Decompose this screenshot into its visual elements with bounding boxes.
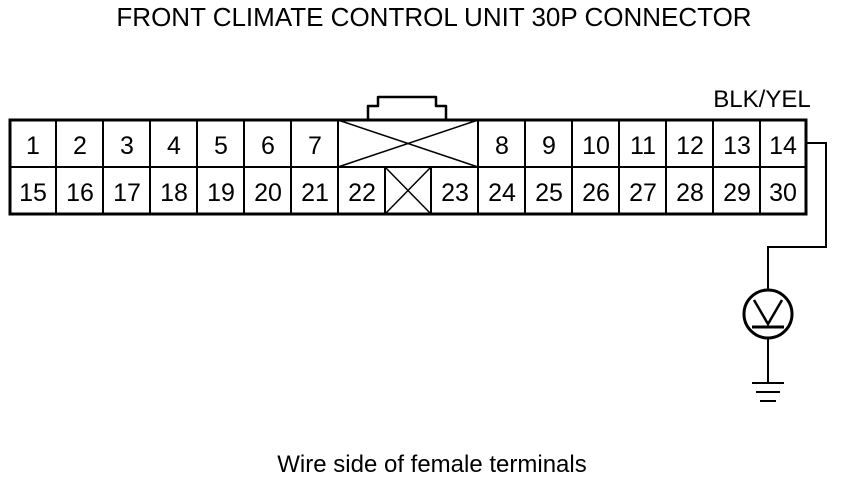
terminal-label: 21 [301,179,329,207]
terminal-label: 15 [19,179,47,207]
terminal-label: 7 [308,132,322,160]
diagram-title: FRONT CLIMATE CONTROL UNIT 30P CONNECTOR [116,2,751,32]
terminal-label: 3 [120,132,134,160]
terminal-label: 20 [254,179,282,207]
terminal-label: 5 [214,132,228,160]
unused-cavity-large [337,119,479,168]
terminal-label: 12 [676,132,704,160]
terminal-label: 8 [495,132,509,160]
terminal-label: 18 [160,179,188,207]
diagram-caption: Wire side of female terminals [277,451,586,478]
terminal-label: 24 [488,179,516,207]
terminal-label: 14 [769,132,797,160]
unused-cavity-small [384,166,432,215]
top-row-labels: 1 2 3 4 5 6 7 8 9 10 11 12 13 14 [26,132,797,160]
terminal-label: 29 [723,179,751,207]
terminal-label: 2 [73,132,87,160]
bottom-row-dividers [55,167,761,214]
connector-lock-tab [366,95,448,120]
terminal-label: 13 [723,132,751,160]
terminal-label: 26 [582,179,610,207]
wire-color-label: BLK/YEL [713,86,810,113]
terminal-label: 11 [630,132,656,160]
top-row-dividers [55,120,761,167]
terminal-label: 23 [441,179,469,207]
ground-icon [752,382,784,402]
terminal-label: 16 [66,179,94,207]
terminal-label: 9 [542,132,556,160]
terminal-label: 17 [113,179,141,207]
terminal-label: 19 [207,179,235,207]
bottom-row-labels: 15 16 17 18 19 20 21 22 23 24 25 26 27 2… [19,179,797,207]
terminal-label: 4 [167,132,181,160]
probe-wire [767,142,827,290]
terminal-label: 22 [348,179,376,207]
terminal-label: 1 [26,132,40,160]
terminal-label: 10 [582,132,610,160]
terminal-label: 30 [769,179,797,207]
terminal-label: 27 [629,179,657,207]
terminal-label: 25 [535,179,563,207]
terminal-label: 6 [261,132,275,160]
terminal-label: 28 [676,179,704,207]
voltmeter-icon [742,288,794,340]
